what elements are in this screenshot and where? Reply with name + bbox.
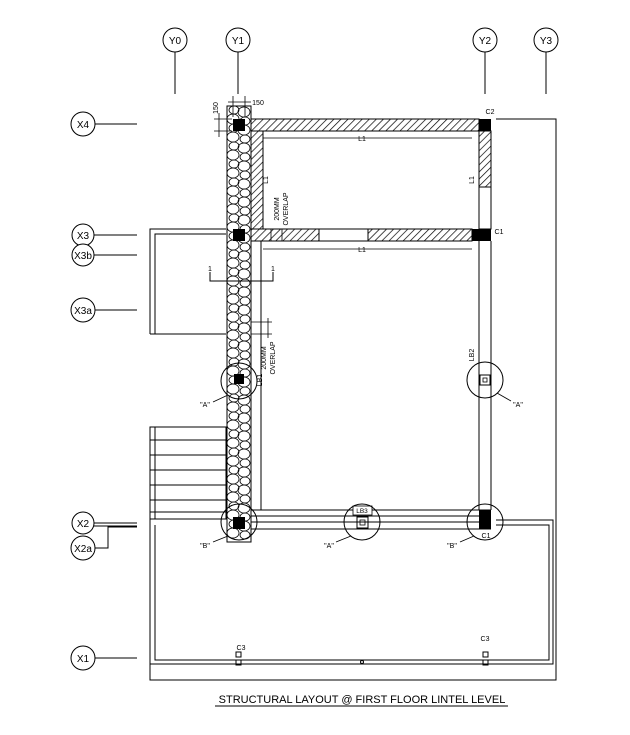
svg-text:Y3: Y3: [540, 36, 553, 47]
grid-bubble-y3: Y3: [533, 27, 559, 94]
svg-text:Y0: Y0: [169, 36, 182, 47]
column-c1-mid: C1: [472, 229, 504, 241]
svg-text:L1: L1: [358, 136, 366, 143]
staircase: [149, 426, 227, 520]
svg-text:"A": "A": [324, 543, 334, 550]
grid-bubble-x4: X4: [70, 111, 137, 137]
column-lb3: LB3: [352, 505, 373, 529]
dimension-150-top: 150: [213, 102, 232, 137]
beam-bottom: [251, 509, 491, 530]
detail-b-right: "B": [447, 503, 504, 550]
beam-lb2: LB2: [469, 241, 492, 510]
svg-text:L1: L1: [358, 247, 366, 254]
svg-text:X3b: X3b: [74, 251, 92, 262]
grid-bubble-x1: X1: [70, 645, 137, 671]
grid-bubble-y2: Y2: [472, 27, 498, 94]
svg-text:C3: C3: [481, 636, 490, 643]
svg-text:LB1: LB1: [257, 374, 264, 387]
dimension-150-side: 150: [228, 96, 264, 117]
beam-l1-mid: L1: [250, 228, 473, 254]
stone-wall: [226, 105, 252, 543]
svg-text:X3a: X3a: [74, 306, 92, 317]
svg-text:X1: X1: [77, 654, 90, 665]
svg-text:C1: C1: [495, 229, 504, 236]
detail-a-left: "A": [200, 362, 258, 409]
svg-text:Y2: Y2: [479, 36, 492, 47]
svg-text:LB3: LB3: [356, 508, 368, 515]
plot-outline: [149, 118, 557, 681]
grid-bubble-x3b: X3b: [71, 243, 137, 267]
svg-text:X3: X3: [77, 231, 90, 242]
svg-text:OVERLAP: OVERLAP: [270, 341, 277, 374]
svg-text:OVERLAP: OVERLAP: [283, 192, 290, 225]
column-mid-left: [234, 374, 244, 384]
svg-text:X4: X4: [77, 120, 90, 131]
svg-text:X2: X2: [77, 519, 90, 530]
svg-text:"B": "B": [447, 543, 457, 550]
grid-bubble-y0: Y0: [162, 27, 188, 94]
column-c2: C2: [479, 109, 495, 131]
svg-text:"A": "A": [513, 402, 523, 409]
detail-a-bottom: "A": [324, 503, 381, 550]
svg-text:Y1: Y1: [232, 36, 245, 47]
svg-text:"B": "B": [200, 543, 210, 550]
svg-text:L1: L1: [469, 176, 476, 184]
svg-text:X2a: X2a: [74, 544, 92, 555]
column-x3-y1: [233, 229, 245, 241]
svg-text:"A": "A": [200, 402, 210, 409]
column-x4-y1: [233, 119, 245, 131]
detail-a-right: "A": [466, 361, 523, 409]
beam-l1-top: L1: [250, 118, 480, 143]
column-mid-right: [479, 374, 491, 386]
grid-bubble-x3a: X3a: [70, 297, 137, 323]
svg-text:LB2: LB2: [469, 349, 476, 362]
svg-text:1: 1: [208, 266, 212, 273]
drawing-title: STRUCTURAL LAYOUT @ FIRST FLOOR LINTEL L…: [215, 694, 508, 707]
overlap-note-upper: 200MM OVERLAP: [270, 192, 290, 241]
beam-l1-right: L1: [469, 130, 492, 230]
detail-b-left: "B": [200, 503, 258, 550]
beam-lb1: LB1: [250, 241, 264, 510]
overlap-note-lower: 200MM OVERLAP: [251, 318, 277, 375]
beam-l1-left: L1: [250, 130, 270, 230]
svg-text:150: 150: [252, 100, 264, 107]
grid-bubble-x2: X2: [71, 511, 137, 535]
column-c3-left: C3: [235, 645, 246, 666]
svg-text:STRUCTURAL LAYOUT @ FIRST FLOO: STRUCTURAL LAYOUT @ FIRST FLOOR LINTEL L…: [219, 694, 506, 706]
svg-text:C1: C1: [482, 533, 491, 540]
column-x2-y1: [233, 517, 245, 529]
svg-text:C3: C3: [237, 645, 246, 652]
svg-text:1: 1: [271, 266, 275, 273]
svg-text:200MM: 200MM: [261, 346, 268, 370]
grid-bubble-y1: Y1: [225, 27, 251, 94]
column-c1-bottom: C1: [479, 510, 491, 540]
svg-text:150: 150: [213, 102, 220, 114]
grid-bubble-x2a: X2a: [70, 526, 137, 561]
svg-text:L1: L1: [263, 176, 270, 184]
lower-slab-outline: [149, 519, 554, 665]
grid-bubble-x3: X3: [71, 223, 137, 247]
svg-text:C2: C2: [486, 109, 495, 116]
section-marker: 1 1: [208, 266, 275, 282]
column-c3-right: C3: [481, 636, 490, 666]
svg-text:200MM: 200MM: [274, 197, 281, 221]
